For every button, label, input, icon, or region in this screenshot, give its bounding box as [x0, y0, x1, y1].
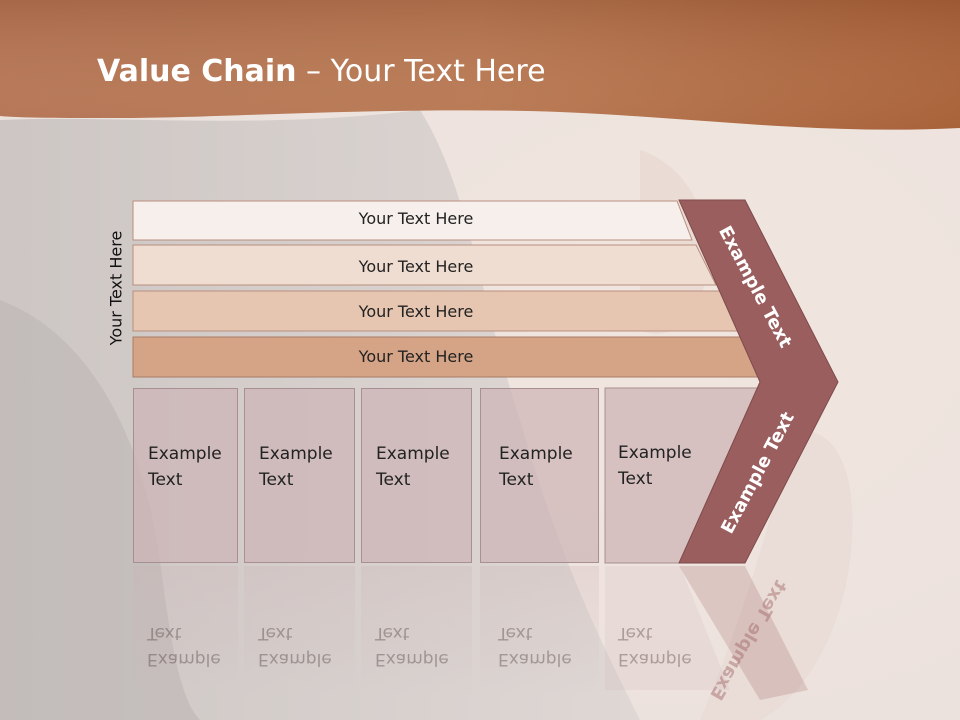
column-3-reflection-text: Example Text: [375, 620, 449, 672]
column-1-reflection: Example Text: [133, 566, 238, 696]
arrow-chevron: [678, 199, 839, 564]
bar-label-3: Your Text Here: [358, 302, 474, 321]
column-1-reflection-text: Example Text: [147, 620, 221, 672]
column-4-reflection-line1: Example: [498, 649, 572, 669]
column-5-reflection-text: Example Text: [618, 620, 692, 672]
column-4-reflection-text: Example Text: [498, 620, 572, 672]
bar-shape-1: [132, 200, 693, 241]
arrow-reflection: [679, 566, 808, 700]
column-1-reflection-line1: Example: [147, 649, 221, 669]
column-5-reflection-line1: Example: [618, 649, 692, 669]
column-2-line1: Example: [259, 444, 333, 464]
bar-shape-2: [132, 244, 717, 286]
column-2-reflection: Example Text: [244, 566, 355, 696]
col-reflection-5: [605, 566, 730, 690]
column-3-line2: Text: [376, 470, 411, 490]
column-5-reflection-line2: Text: [618, 623, 653, 643]
column-1-line2: Text: [148, 470, 183, 490]
column-3-line1: Example: [376, 444, 450, 464]
column-2-reflection-line2: Text: [258, 623, 293, 643]
page-title: Value Chain – Your Text Here: [97, 54, 546, 89]
title-bold: Value Chain: [97, 54, 297, 89]
column-5-line2: Text: [618, 469, 653, 489]
bar-label-2: Your Text Here: [358, 257, 474, 276]
column-2-reflection-line1: Example: [258, 649, 332, 669]
column-4-line2: Text: [499, 470, 534, 490]
column-5-reflection: Example Text: [605, 566, 715, 696]
bar-label-4: Your Text Here: [358, 347, 474, 366]
column-1-line1: Example: [148, 444, 222, 464]
bar-label-1: Your Text Here: [358, 209, 474, 228]
column-3-reflection-line1: Example: [375, 649, 449, 669]
column-2-reflection-text: Example Text: [258, 620, 332, 672]
column-2-line2: Text: [259, 470, 294, 490]
column-3-reflection-line2: Text: [375, 623, 410, 643]
column-4-line1: Example: [499, 444, 573, 464]
column-3-reflection: Example Text: [361, 566, 472, 696]
title-rest: – Your Text Here: [296, 54, 546, 89]
column-5-line1: Example: [618, 443, 692, 463]
column-1-reflection-line2: Text: [147, 623, 182, 643]
column-4-reflection: Example Text: [480, 566, 599, 696]
column-4-reflection-line2: Text: [498, 623, 533, 643]
